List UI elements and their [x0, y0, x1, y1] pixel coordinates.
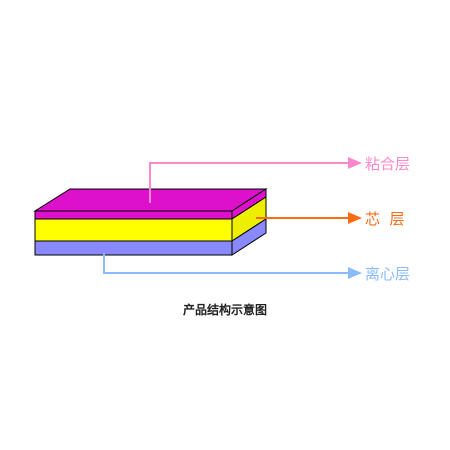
release-layer-band — [34, 240, 233, 256]
adhesive-arrowhead — [348, 157, 362, 169]
release-arrowhead — [348, 267, 362, 279]
diagram-caption: 产品结构示意图 — [183, 302, 267, 317]
core-arrowhead — [348, 212, 362, 224]
adhesive-layer-band — [34, 210, 233, 220]
core-layer-label: 芯 层 — [365, 210, 405, 228]
release-leader-line — [103, 253, 352, 274]
core-layer-band — [34, 218, 233, 242]
release-layer-side — [231, 218, 267, 256]
release-layer-label: 离心层 — [365, 265, 410, 283]
adhesive-layer-label: 粘合层 — [365, 155, 410, 173]
adhesive-leader-line — [149, 162, 352, 203]
